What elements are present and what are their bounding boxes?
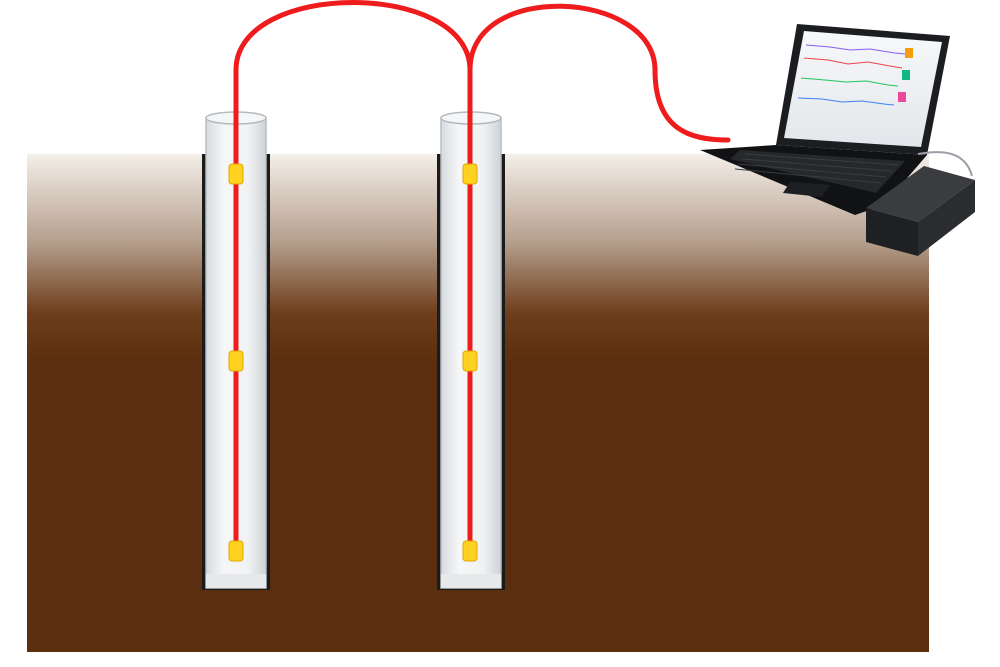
logger-cable bbox=[917, 151, 973, 177]
data-logger-icon bbox=[866, 166, 975, 256]
laptop-screen bbox=[784, 31, 942, 147]
logger-top bbox=[866, 166, 975, 222]
laptop-keyboard bbox=[730, 150, 905, 193]
screen-legend bbox=[902, 70, 910, 80]
sensor bbox=[462, 540, 478, 562]
laptop-icon bbox=[700, 24, 950, 215]
sensors-right bbox=[462, 163, 478, 562]
casing-bottom bbox=[206, 574, 266, 588]
sensors-left bbox=[228, 163, 244, 562]
screen-trace bbox=[803, 57, 903, 69]
sensor bbox=[228, 163, 244, 185]
screen-legend bbox=[898, 92, 906, 102]
casing-bottom bbox=[441, 574, 501, 588]
screen-trace bbox=[805, 44, 906, 55]
sensor bbox=[228, 540, 244, 562]
keyboard-keys bbox=[734, 153, 899, 184]
screen-trace bbox=[800, 77, 899, 87]
screen-legend bbox=[905, 48, 913, 58]
sensor bbox=[462, 350, 478, 372]
sensor-cable bbox=[233, 0, 731, 558]
screen-trace bbox=[797, 97, 895, 106]
sensor bbox=[228, 350, 244, 372]
sensor bbox=[462, 163, 478, 185]
logger-front bbox=[866, 208, 918, 256]
logger-side bbox=[918, 180, 975, 256]
laptop-trackpad bbox=[783, 182, 830, 197]
